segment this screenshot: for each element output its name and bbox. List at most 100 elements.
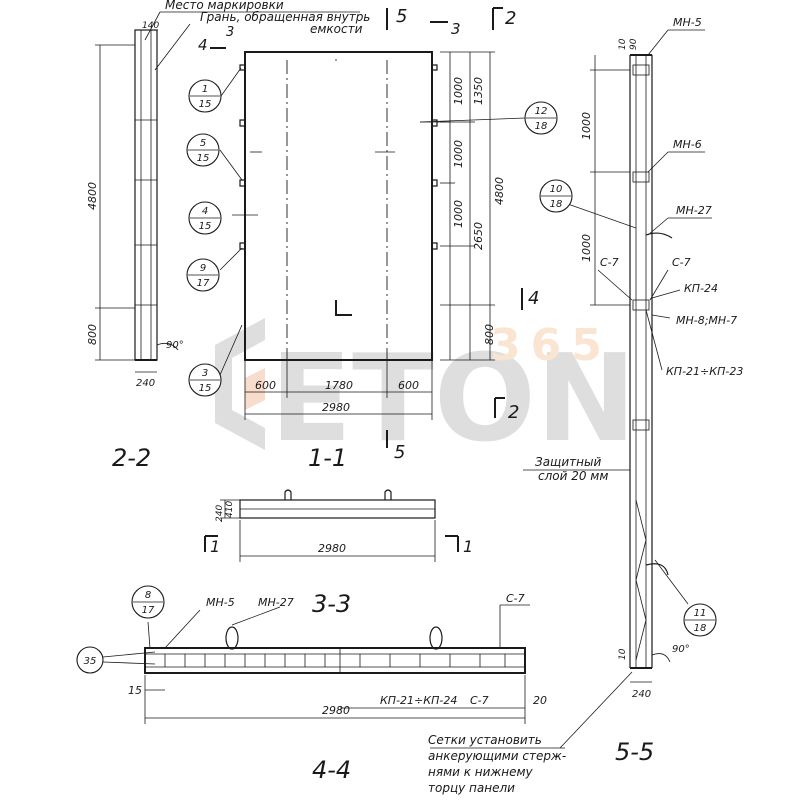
note-marking-place: Место маркировки bbox=[165, 0, 284, 12]
dim-1000-a-5-5: 1000 bbox=[580, 112, 593, 140]
callout-5-15: 5 15 bbox=[186, 133, 220, 167]
dim-4800-2-2: 4800 bbox=[86, 182, 99, 210]
dim-10-5-5-bottom: 10 bbox=[618, 648, 628, 660]
label-c7-4-4: С-7 bbox=[506, 592, 525, 605]
callout-8-17: 8 17 bbox=[131, 585, 165, 619]
callout-8-17-bottom: 17 bbox=[142, 605, 155, 616]
section-4-4: МН-5 МН-27 С-7 8 17 35 15 КП-21÷КП-24 С-… bbox=[76, 585, 547, 784]
dim-10-5-5-top: 10 bbox=[618, 38, 628, 50]
cut-mark-4-right: 4 bbox=[528, 288, 539, 309]
callout-5-15-top: 5 bbox=[200, 138, 206, 149]
callout-4-15-top: 4 bbox=[202, 206, 208, 217]
section-3-3: 240 410 2980 1 1 3-3 bbox=[204, 489, 473, 618]
cut-mark-2-bottom: 2 bbox=[508, 402, 519, 423]
dim-800-1-1: 800 bbox=[483, 324, 496, 345]
section-title-5-5: 5-5 bbox=[615, 738, 654, 766]
dim-20-4-4: 20 bbox=[533, 694, 547, 707]
section-5-5: 1000 1000 10 90 10 240 90° МН-5 МН-6 МН-… bbox=[523, 16, 743, 766]
watermark-logo-accent-icon bbox=[245, 368, 265, 410]
note-protective-layer-line2: слой 20 мм bbox=[538, 469, 608, 483]
note-grids-line1: Сетки установить bbox=[428, 733, 542, 747]
cut-mark-1-right: 1 bbox=[463, 537, 473, 556]
dim-240-5-5: 240 bbox=[632, 689, 651, 700]
watermark: ETON 365 bbox=[215, 318, 636, 469]
dim-35-bubble: 35 bbox=[84, 656, 97, 667]
callout-1-15: 1 15 bbox=[188, 79, 222, 113]
label-mn27-5-5: МН-27 bbox=[676, 204, 712, 217]
label-kp24-5-5: КП-24 bbox=[684, 282, 718, 295]
label-mn8-mn7-5-5: МН-8;МН-7 bbox=[676, 314, 737, 327]
callout-11-18: 11 18 bbox=[683, 603, 717, 637]
watermark-brand: ETON bbox=[270, 330, 636, 469]
dim-90-5-5: 90 bbox=[629, 38, 639, 50]
cut-mark-2-top: 2 bbox=[505, 8, 516, 29]
note-grids-line2: анкерующими стерж- bbox=[428, 749, 566, 763]
section-2-2: 90° 4800 800 240 140 2-2 bbox=[86, 21, 184, 472]
section-1-1: 1000 1000 1000 1350 2650 4800 800 600 17… bbox=[232, 51, 506, 472]
watermark-number: 365 bbox=[490, 320, 612, 371]
section-title-2-2: 2-2 bbox=[112, 444, 151, 472]
section-title-4-4: 4-4 bbox=[312, 756, 351, 784]
callout-9-17: 9 17 bbox=[186, 258, 220, 292]
label-c7-4-4-bottom: С-7 bbox=[470, 694, 489, 707]
dim-1780-1-1: 1780 bbox=[325, 379, 353, 392]
dim-410-3-3: 410 bbox=[225, 501, 235, 518]
angle-90-label-2-2: 90° bbox=[166, 340, 184, 351]
section-title-3-3: 3-3 bbox=[312, 590, 351, 618]
grids-note: Сетки установить анкерующими стерж- нями… bbox=[428, 671, 633, 795]
callout-10-18-top: 10 bbox=[550, 184, 563, 195]
cut-mark-5-top: 5 bbox=[396, 6, 407, 27]
callout-12-18-top: 12 bbox=[535, 106, 548, 117]
callout-12-18-bottom: 18 bbox=[535, 121, 548, 132]
dim-2980-1-1: 2980 bbox=[322, 401, 350, 414]
note-grids-line3: нями к нижнему bbox=[428, 765, 534, 779]
dim-600-right-1-1: 600 bbox=[398, 379, 419, 392]
callout-3-15: 3 15 bbox=[188, 363, 222, 397]
section-title-1-1: 1-1 bbox=[308, 444, 347, 472]
label-mn5-4-4: МН-5 bbox=[206, 596, 235, 609]
dim-2650-1-1: 2650 bbox=[472, 222, 485, 250]
label-mn6-5-5: МН-6 bbox=[673, 138, 702, 151]
dim-140-2-2: 140 bbox=[142, 21, 159, 31]
callout-9-17-bottom: 17 bbox=[197, 278, 210, 289]
dim-1350-1-1: 1350 bbox=[472, 77, 485, 105]
dim-1000-c-1-1: 1000 bbox=[452, 200, 465, 228]
cut-marks: 5 2 3 4 3 4 2 5 bbox=[198, 6, 539, 463]
note-grids-line4: торцу панели bbox=[428, 781, 515, 795]
cut-mark-3-top-left: 3 bbox=[226, 25, 234, 40]
dim-600-left-1-1: 600 bbox=[255, 379, 276, 392]
cut-mark-1-left: 1 bbox=[210, 537, 220, 556]
cut-mark-4-top-left: 4 bbox=[198, 36, 208, 54]
dim-240-2-2: 240 bbox=[136, 378, 155, 389]
callout-10-18: 10 18 bbox=[539, 179, 573, 213]
callouts-1-1: 1 15 5 15 4 15 9 17 3 15 bbox=[186, 67, 558, 397]
callout-5-15-bottom: 15 bbox=[197, 153, 210, 164]
label-mn27-4-4: МН-27 bbox=[258, 596, 294, 609]
callout-9-17-top: 9 bbox=[200, 263, 206, 274]
callout-4-15: 4 15 bbox=[188, 201, 222, 235]
dim-2980-3-3: 2980 bbox=[318, 542, 346, 555]
dim-800-2-2: 800 bbox=[86, 324, 99, 345]
dim-2980-4-4: 2980 bbox=[322, 704, 350, 717]
dim-240-3-3: 240 bbox=[215, 505, 225, 522]
cut-mark-5-bottom: 5 bbox=[394, 442, 405, 463]
callout-3-15-top: 3 bbox=[202, 368, 208, 379]
note-protective-layer-line1: Защитный bbox=[535, 455, 601, 469]
callout-11-18-bottom: 18 bbox=[694, 623, 707, 634]
callout-8-17-top: 8 bbox=[145, 590, 151, 601]
dim-4800-1-1: 4800 bbox=[493, 177, 506, 205]
dim-15-4-4: 15 bbox=[128, 684, 142, 697]
label-kp21-kp23-5-5: КП-21÷КП-23 bbox=[666, 365, 743, 378]
watermark-logo-icon bbox=[215, 318, 265, 450]
top-notes: Место маркировки Грань, обращенная внутр… bbox=[144, 0, 370, 71]
callout-10-18-bottom: 18 bbox=[550, 199, 563, 210]
dim-1000-a-1-1: 1000 bbox=[452, 77, 465, 105]
label-kp21-kp24: КП-21÷КП-24 bbox=[380, 694, 457, 707]
callout-3-15-bottom: 15 bbox=[199, 383, 212, 394]
note-inner-face-line1: Грань, обращенная внутрь bbox=[200, 10, 370, 24]
dim-1000-b-5-5: 1000 bbox=[580, 234, 593, 262]
label-c7-right-5-5: С-7 bbox=[672, 256, 691, 269]
label-mn5-5-5: МН-5 bbox=[673, 16, 702, 29]
callout-4-15-bottom: 15 bbox=[199, 221, 212, 232]
